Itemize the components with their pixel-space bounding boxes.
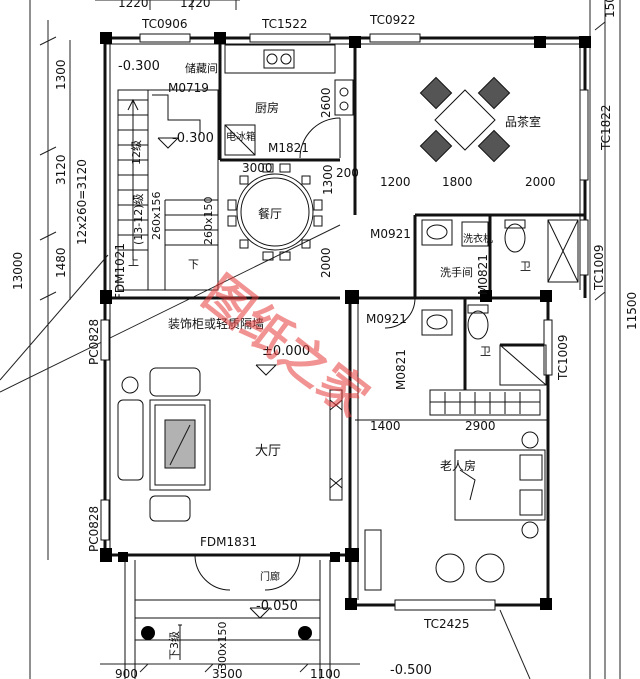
dim-3000: 3000 xyxy=(242,161,273,175)
room-bath-b: 卫 xyxy=(480,345,491,358)
dimension-lines xyxy=(0,0,621,679)
bath-fixtures xyxy=(384,219,579,386)
dim-1300: 1300 xyxy=(321,164,335,195)
stair-up: 上 xyxy=(128,255,139,268)
dim-left-1300: 1300 xyxy=(54,59,68,90)
room-fridge: 电冰箱 xyxy=(226,130,256,143)
porch-steps: 下3级 xyxy=(168,631,181,660)
dining-table xyxy=(227,163,323,261)
sofa-fill xyxy=(165,420,195,468)
level-stair: -0.300 xyxy=(172,131,214,146)
porch-step-size: 300x150 xyxy=(216,621,229,670)
dim-left-1480: 1480 xyxy=(54,247,68,278)
dim-1200: 1200 xyxy=(380,175,411,189)
window-tc1522: TC1522 xyxy=(261,17,308,31)
porch-arrow xyxy=(178,624,182,660)
dim-right-11500: 11500 xyxy=(625,292,639,330)
room-dining: 餐厅 xyxy=(258,206,282,221)
dim-top-b: 1220 xyxy=(180,0,211,10)
room-hall: 大厅 xyxy=(255,444,281,459)
room-bath-a: 卫 xyxy=(520,260,531,273)
dim-2900: 2900 xyxy=(465,419,496,433)
window-tc0922: TC0922 xyxy=(369,13,416,27)
tea-table xyxy=(419,76,511,163)
porch-label: 门廊 xyxy=(260,570,280,583)
stair-step-note: (13-12)级 xyxy=(132,193,145,245)
level-hall: ±0.000 xyxy=(262,344,310,359)
dim-left-3120: 3120 xyxy=(54,154,68,185)
window-tc1009-a: TC1009 xyxy=(592,244,606,291)
room-storage: 储藏间 xyxy=(185,61,218,75)
room-elder: 老人房 xyxy=(440,458,476,473)
window-tc2425: TC2425 xyxy=(423,617,470,631)
room-tea: 品茶室 xyxy=(505,114,541,129)
level-storage: -0.300 xyxy=(118,59,160,74)
dim-bot-1100: 1100 xyxy=(310,667,341,679)
door-m0921-b: M0921 xyxy=(366,312,407,326)
bed xyxy=(364,431,546,591)
sofa-set xyxy=(117,367,343,522)
stair-step-a: 260x156 xyxy=(150,191,163,240)
porch-posts xyxy=(141,626,312,640)
window-tc1009-b: TC1009 xyxy=(556,334,570,381)
door-m1821: M1821 xyxy=(268,141,309,155)
dim-1800: 1800 xyxy=(442,175,473,189)
dim-bot-3500: 3500 xyxy=(212,667,243,679)
room-laundry: 洗衣机 xyxy=(463,232,493,245)
dim-2000-h: 2000 xyxy=(525,175,556,189)
window-frames xyxy=(100,33,589,611)
dim-2000-v: 2000 xyxy=(319,247,333,278)
room-washroom: 洗手间 xyxy=(440,265,473,279)
columns xyxy=(100,32,591,610)
dim-200: 200 xyxy=(336,166,359,180)
level-marks xyxy=(157,137,278,619)
window-tc0906: TC0906 xyxy=(141,17,188,31)
kitchen-fixtures xyxy=(224,44,354,159)
stair-step-b: 260x150 xyxy=(202,196,215,245)
stair-flight-text: 12级 xyxy=(130,140,143,165)
dim-top-right: 150 xyxy=(603,0,617,18)
door-m0821-b: M0821 xyxy=(394,349,408,390)
dim-1400: 1400 xyxy=(370,419,401,433)
level-ground: -0.500 xyxy=(390,663,432,678)
porch xyxy=(124,554,331,679)
door-fdm1021: FDM1021 xyxy=(113,243,127,300)
door-m0719: M0719 xyxy=(168,81,209,95)
door-m0821-a: M0821 xyxy=(476,254,490,295)
dim-top-a: 1220 xyxy=(118,0,149,10)
window-pc0828-b: PC0828 xyxy=(87,506,101,552)
wardrobe xyxy=(429,389,541,416)
window-tc1822: TC1822 xyxy=(599,104,613,151)
stair-flight-total: 12x260=3120 xyxy=(75,159,89,245)
partition-label: 装饰柜或轻质隔墙 xyxy=(168,317,264,331)
level-porch: -0.050 xyxy=(256,599,298,614)
dim-left-13000: 13000 xyxy=(11,252,25,290)
door-fdm1831: FDM1831 xyxy=(200,535,257,549)
room-kitchen: 厨房 xyxy=(255,100,279,115)
dim-bot-900: 900 xyxy=(115,667,138,679)
dim-kitchen-2600: 2600 xyxy=(319,87,333,118)
stair xyxy=(117,89,219,291)
stair-down: 下 xyxy=(188,258,199,271)
door-m0921-a: M0921 xyxy=(370,227,411,241)
window-pc0828-a: PC0828 xyxy=(87,319,101,365)
